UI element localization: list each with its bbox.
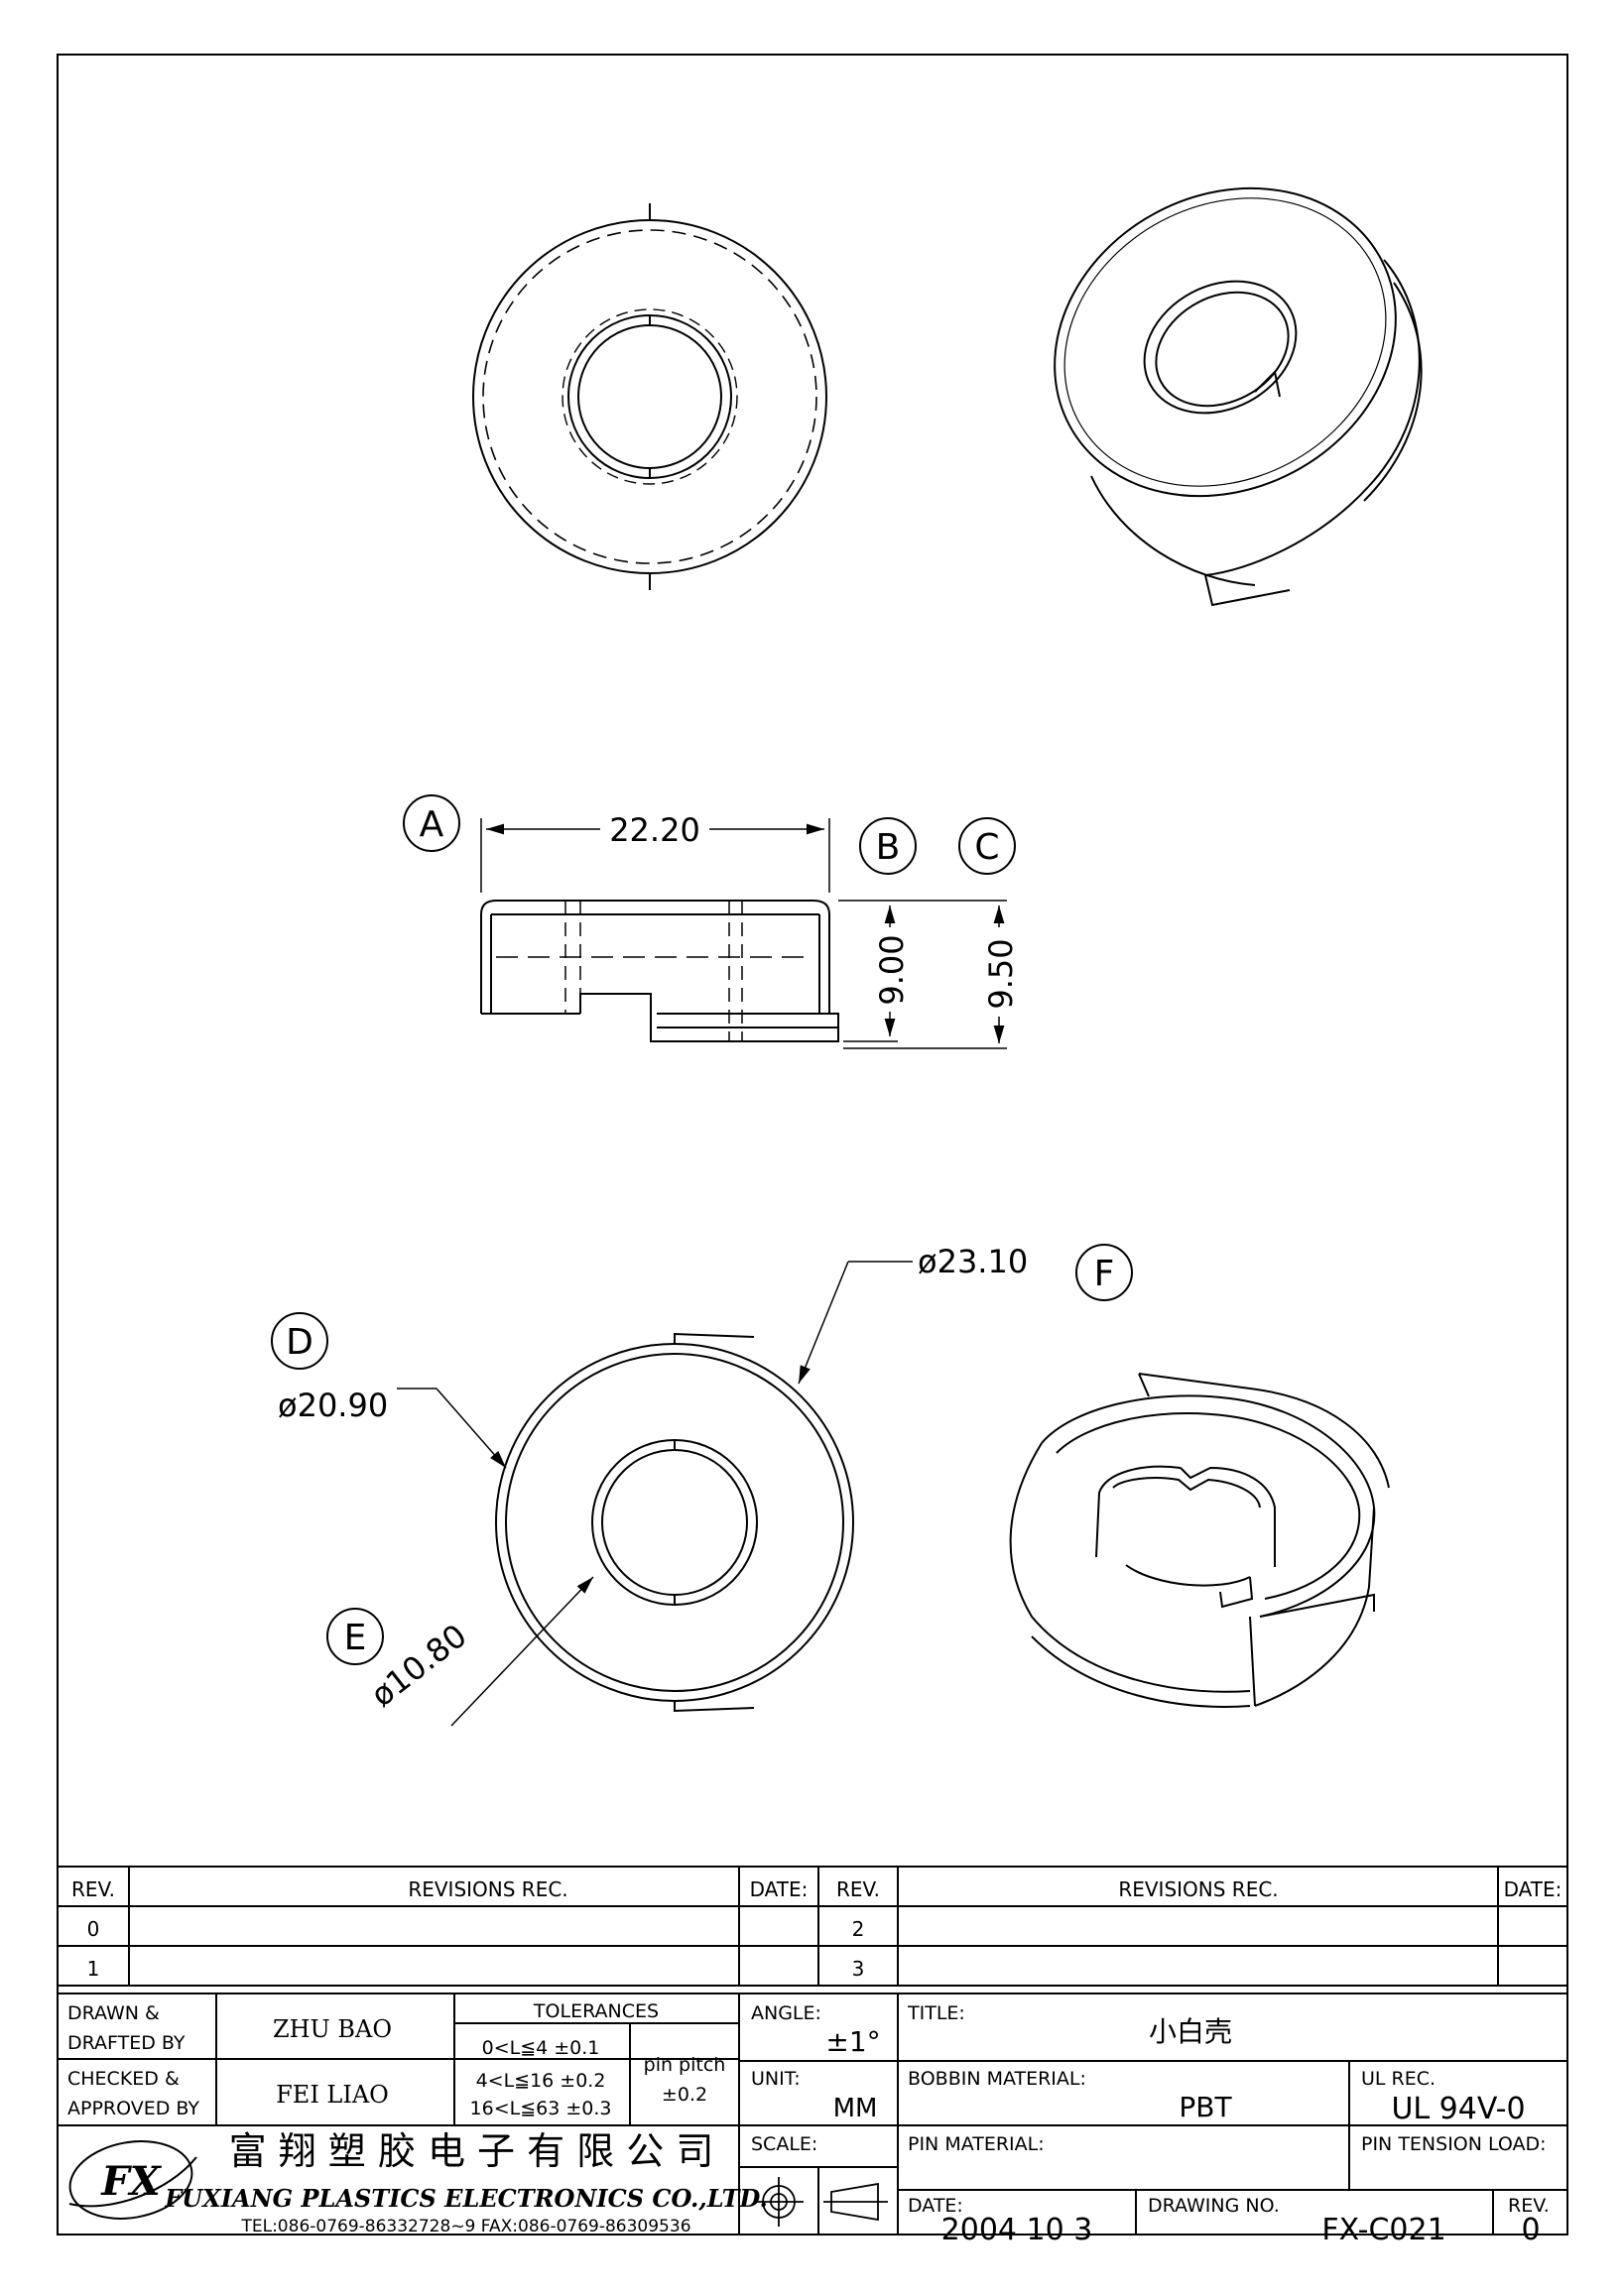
title-value: 小白壳 — [1149, 2015, 1232, 2048]
svg-text:E: E — [344, 1618, 367, 1658]
dim-dia-outer: ø23.10 — [918, 1243, 1028, 1280]
svg-text:C: C — [974, 827, 999, 868]
date-value: 2004 10 3 — [941, 2213, 1093, 2247]
checked-value: FEI LIAO — [276, 2081, 389, 2109]
checked-label-1: CHECKED & — [67, 2068, 180, 2090]
tolerance-row-2: 4<L≦16 ±0.2 — [476, 2070, 606, 2092]
svg-text:B: B — [876, 827, 901, 868]
callout-e: E — [326, 1608, 384, 1665]
unit-label: UNIT: — [751, 2068, 801, 2090]
top-view — [472, 203, 827, 590]
rev-header-right: REV. — [836, 1877, 880, 1901]
dim-width: 22.20 — [609, 811, 700, 849]
pin-material-label: PIN MATERIAL: — [908, 2133, 1045, 2155]
tolerance-row-1: 0<L≦4 ±0.1 — [482, 2037, 600, 2059]
dimension-lines — [480, 818, 1007, 1049]
svg-text:D: D — [286, 1322, 313, 1363]
rev-value: 0 — [1521, 2213, 1540, 2247]
sheet-border — [57, 54, 1568, 2236]
svg-text:F: F — [1094, 1254, 1115, 1294]
date-header-left: DATE: — [750, 1877, 809, 1901]
diameter-leaders — [397, 1261, 913, 1727]
company-name-en: FUXIANG PLASTICS ELECTRONICS CO.,LTD. — [164, 2184, 768, 2213]
drawn-label-2: DRAFTED BY — [67, 2032, 186, 2054]
drawing-no-label: DRAWING NO. — [1148, 2195, 1280, 2217]
drawing-no-value: FX-C021 — [1321, 2213, 1445, 2247]
title-block-grid — [58, 1994, 1567, 2235]
rev-row-1: 1 — [87, 1957, 100, 1981]
callout-c: C — [958, 817, 1016, 875]
rev-row-0: 0 — [87, 1917, 100, 1941]
callout-f: F — [1075, 1244, 1133, 1301]
scale-label: SCALE: — [751, 2133, 817, 2155]
rev-header-left: REV. — [71, 1877, 115, 1901]
tolerance-row-3: 16<L≦63 ±0.3 — [470, 2098, 612, 2119]
projection-symbol — [754, 2177, 888, 2227]
company-contact: TEL:086-0769-86332728~9 FAX:086-0769-863… — [240, 2217, 690, 2236]
rev-label: REV. — [1508, 2195, 1550, 2217]
drawn-value: ZHU BAO — [273, 2015, 392, 2043]
bobbin-material-value: PBT — [1179, 2091, 1232, 2123]
dim-height-c: 9.50 — [982, 938, 1020, 1009]
checked-label-2: APPROVED BY — [67, 2098, 199, 2119]
pin-tension-label: PIN TENSION LOAD: — [1361, 2133, 1547, 2155]
angle-label: ANGLE: — [751, 2002, 821, 2024]
date-header-right: DATE: — [1504, 1877, 1562, 1901]
company-name-cn: 富 翔 塑 胶 电 子 有 限 公 司 — [229, 2129, 714, 2173]
rec-header-left: REVISIONS REC. — [408, 1877, 567, 1901]
ul-rec-value: UL 94V-0 — [1391, 2092, 1525, 2126]
bottom-view — [495, 1332, 854, 1713]
dim-dia-mid: ø20.90 — [278, 1387, 388, 1424]
callout-d: D — [271, 1312, 328, 1370]
company-logo: FX — [68, 2140, 197, 2220]
isometric-view-bottom — [1009, 1373, 1390, 1708]
callout-a: A — [403, 794, 460, 852]
callout-b: B — [859, 817, 917, 875]
pin-pitch-value: ±0.2 — [662, 2084, 707, 2106]
svg-text:A: A — [420, 804, 444, 845]
rev-row-3: 3 — [852, 1957, 865, 1981]
dim-height-b: 9.00 — [873, 934, 911, 1005]
dim-dia-inner: ø10.80 — [364, 1617, 474, 1714]
side-view — [480, 900, 839, 1042]
isometric-view-top — [1054, 186, 1423, 607]
bobbin-material-label: BOBBIN MATERIAL: — [908, 2068, 1086, 2090]
title-label: TITLE: — [907, 2002, 965, 2024]
unit-value: MM — [833, 2094, 878, 2123]
tolerances-label: TOLERANCES — [533, 2000, 659, 2022]
date-label: DATE: — [908, 2195, 963, 2217]
angle-value: ±1° — [825, 2025, 880, 2058]
svg-text:FX: FX — [100, 2158, 162, 2205]
rec-header-right: REVISIONS REC. — [1118, 1877, 1278, 1901]
pin-pitch-label: pin pitch — [644, 2054, 726, 2076]
revision-table — [58, 1866, 1567, 1994]
ul-rec-label: UL REC. — [1361, 2068, 1436, 2090]
drawn-label-1: DRAWN & — [67, 2002, 160, 2024]
rev-row-2: 2 — [852, 1917, 865, 1941]
